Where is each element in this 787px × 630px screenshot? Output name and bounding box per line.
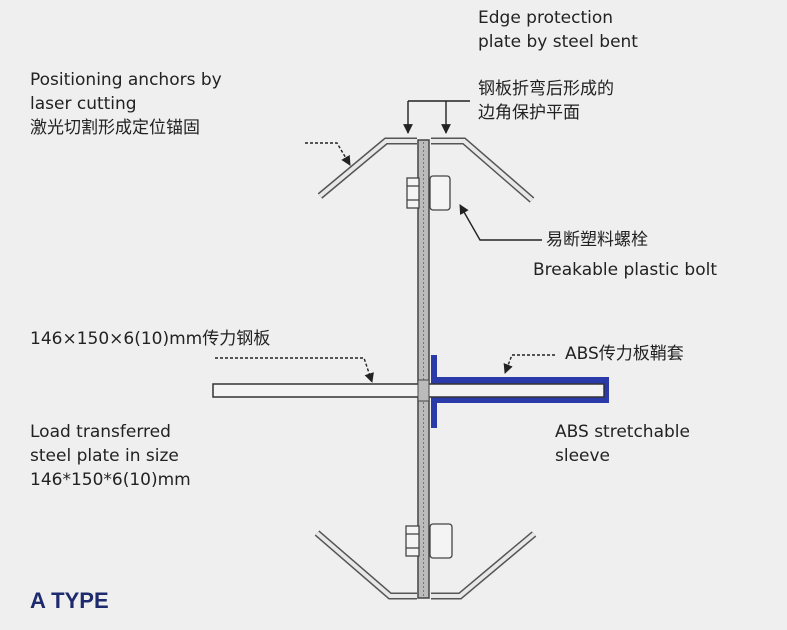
type-title: A TYPE [30,588,109,613]
top-bolt [406,175,451,211]
steel-plate-label-cn: 146×150×6(10)mm传力钢板 [30,329,271,349]
sleeve-label-cn: ABS传力板鞘套 [565,344,684,364]
vertical-plate [417,139,430,599]
leader-lines [215,100,555,383]
bolt-label-cn: 易断塑料螺栓 [546,230,648,250]
load-steel-plate [212,383,605,398]
edge-protection-label-cn: 钢板折弯后形成的边角保护平面 [478,79,614,123]
bolt-label-en: Breakable plastic bolt [533,260,718,280]
bottom-bolt [405,523,453,559]
